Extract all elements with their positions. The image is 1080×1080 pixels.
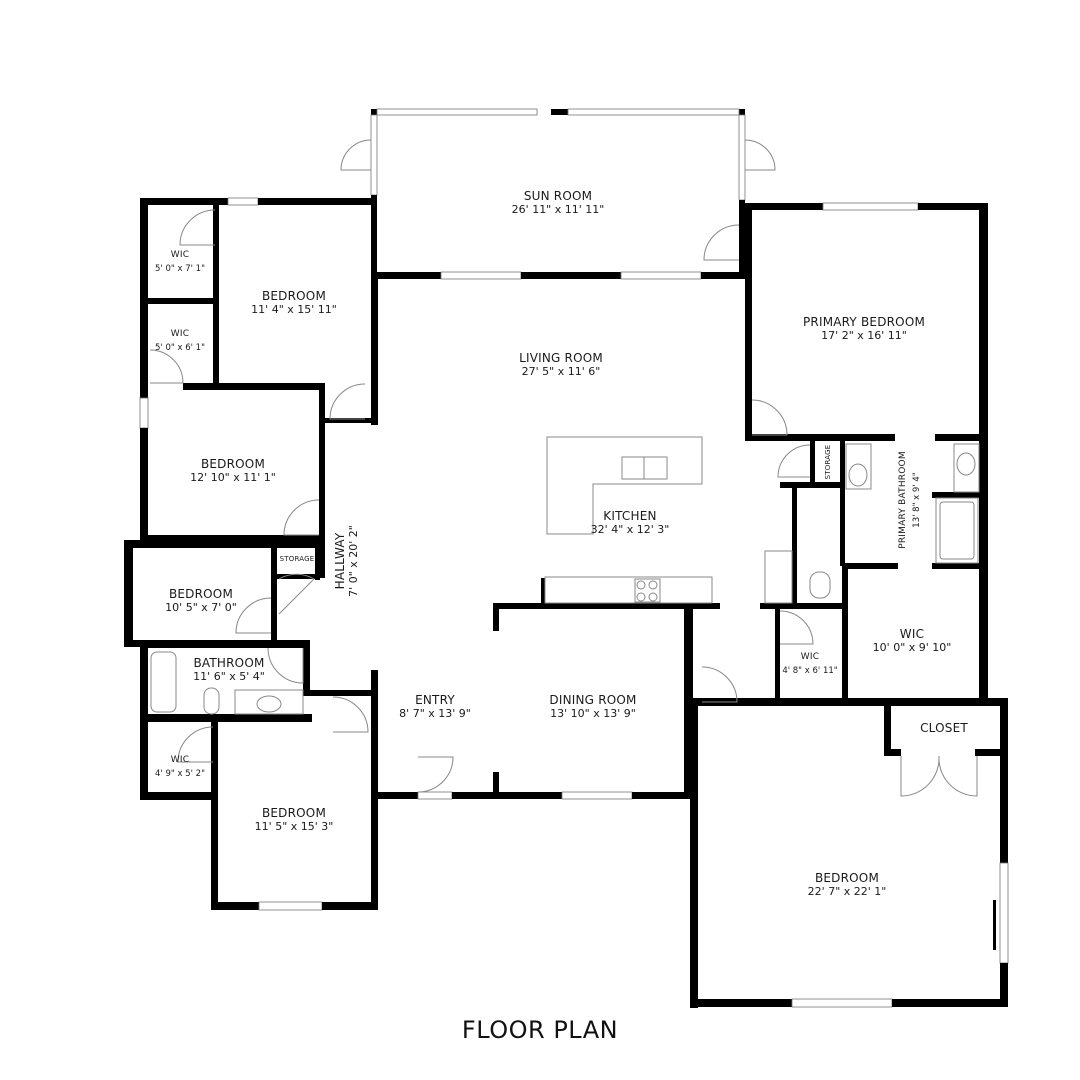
- room-name: HALLWAY: [333, 532, 347, 590]
- bedroom-1-door-icon: [329, 383, 366, 420]
- room-name: ENTRY: [415, 693, 455, 707]
- sun-room-right-door-icon: [744, 139, 776, 171]
- wic-top-door-icon: [179, 209, 216, 246]
- room-bedroom-4: BEDROOM 11' 5" x 15' 3": [255, 806, 334, 834]
- room-dimensions: 5' 0" x 7' 1": [155, 264, 205, 274]
- room-bathroom: BATHROOM 11' 6" x 5' 4": [193, 656, 265, 684]
- room-dimensions: 4' 9" x 5' 2": [155, 769, 205, 779]
- room-name: PRIMARY BEDROOM: [802, 315, 926, 329]
- room-primary-bathroom: PRIMARY BATHROOM 13' 8" x 9' 4": [896, 451, 924, 549]
- kitchen-counter-icon: [544, 576, 713, 604]
- room-dimensions: 11' 6" x 5' 4": [193, 670, 265, 683]
- room-name: WIC: [170, 755, 190, 765]
- sink-icon: [256, 695, 282, 713]
- room-storage-primary: STORAGE: [821, 445, 835, 480]
- bedroom-3-door-icon: [235, 597, 272, 634]
- room-name: WIC: [899, 627, 925, 641]
- room-dimensions: 7' 0" x 20' 2": [347, 525, 360, 597]
- room-dimensions: 13' 8" x 9' 4": [912, 472, 922, 528]
- room-closet: CLOSET: [920, 721, 968, 735]
- room-dimensions: 13' 10" x 13' 9": [550, 707, 636, 720]
- room-dimensions: 11' 5" x 15' 3": [254, 820, 334, 833]
- room-wic-bottom: WIC 4' 9" x 5' 2": [155, 753, 205, 781]
- room-name: WIC: [800, 652, 820, 662]
- room-dimensions: 11' 4" x 15' 11": [251, 303, 337, 316]
- entry-door-icon: [417, 756, 454, 793]
- room-dimensions: 4' 8" x 6' 11": [782, 666, 838, 676]
- room-hallway: HALLWAY 7' 0" x 20' 2": [333, 525, 361, 597]
- room-entry: ENTRY 8' 7" x 13' 9": [399, 693, 471, 721]
- room-dimensions: 17' 2" x 16' 11": [821, 329, 907, 342]
- room-wic-top-2: WIC 5' 0" x 6' 1": [155, 327, 205, 355]
- storage-door-icon: [278, 573, 315, 615]
- room-bedroom-large: BEDROOM 22' 7" x 22' 1": [808, 871, 887, 899]
- primary-toilet-icon: [809, 571, 831, 599]
- toilet-icon: [203, 687, 220, 715]
- room-name: BEDROOM: [814, 871, 880, 885]
- storage-primary-door-icon: [777, 444, 811, 478]
- room-dimensions: 32' 4" x 12' 3": [590, 523, 670, 536]
- room-sun-room: SUN ROOM 26' 11" x 11' 11": [512, 189, 605, 217]
- bedroom-2-door-icon: [283, 499, 320, 536]
- sun-room-left-door-icon: [340, 139, 372, 171]
- room-dimensions: 22' 7" x 22' 1": [807, 885, 887, 898]
- room-dimensions: 12' 10" x 11' 1": [190, 471, 276, 484]
- bathtub-icon: [150, 651, 177, 713]
- room-dimensions: 10' 0" x 9' 10": [872, 641, 952, 654]
- room-kitchen: KITCHEN 32' 4" x 12' 3": [591, 509, 670, 537]
- linen-cabinet-icon: [764, 550, 793, 604]
- room-dimensions: 26' 11" x 11' 11": [511, 203, 605, 216]
- room-name: PRIMARY BATHROOM: [898, 451, 908, 549]
- room-name: STORAGE: [824, 444, 832, 480]
- entry-dining-walls: [378, 578, 720, 800]
- room-primary-bedroom: PRIMARY BEDROOM 17' 2" x 16' 11": [803, 315, 925, 343]
- room-name: BATHROOM: [193, 656, 265, 670]
- left-wing-walls: [139, 197, 378, 578]
- room-bedroom-2: BEDROOM 12' 10" x 11' 1": [190, 457, 276, 485]
- room-name: DINING ROOM: [549, 693, 637, 707]
- bathroom-door-icon: [267, 647, 304, 684]
- closet-door-right-icon: [938, 755, 978, 797]
- room-name: SUN ROOM: [523, 189, 593, 203]
- room-dimensions: 8' 7" x 13' 9": [399, 707, 471, 720]
- room-name: WIC: [170, 250, 190, 260]
- sun-room-inner-door-icon: [703, 224, 740, 261]
- bedroom-4-door-icon: [332, 696, 369, 733]
- bedroom-4-walls: [140, 670, 378, 911]
- bedroom-large-walls: [690, 698, 1009, 1008]
- room-dimensions: 10' 5" x 7' 0": [165, 601, 237, 614]
- room-wic-top-1: WIC 5' 0" x 7' 1": [155, 248, 205, 276]
- room-bedroom-1: BEDROOM 11' 4" x 15' 11": [251, 289, 337, 317]
- wic-2-door-icon: [149, 349, 184, 384]
- room-dimensions: 5' 0" x 6' 1": [155, 343, 205, 353]
- room-wic-primary-small: WIC 4' 8" x 6' 11": [782, 650, 837, 678]
- room-storage-hall: STORAGE: [280, 552, 315, 566]
- room-living-room: LIVING ROOM 27' 5" x 11' 6": [519, 351, 603, 379]
- room-name: STORAGE: [279, 555, 315, 563]
- bedroom-large-door-icon: [701, 666, 738, 703]
- room-dining-room: DINING ROOM 13' 10" x 13' 9": [549, 693, 636, 721]
- room-dimensions: 27' 5" x 11' 6": [521, 365, 601, 378]
- wic-small-door-icon: [779, 610, 814, 645]
- room-name: WIC: [170, 329, 190, 339]
- bathroom-walls: [140, 640, 378, 722]
- floor-plan-title: FLOOR PLAN: [461, 1016, 619, 1044]
- room-name: CLOSET: [920, 721, 968, 735]
- room-name: BEDROOM: [200, 457, 266, 471]
- sun-room-walls: [370, 108, 746, 280]
- primary-wing-walls: [693, 202, 1008, 706]
- room-name: BEDROOM: [261, 289, 327, 303]
- primary-bedroom-door-icon: [751, 399, 788, 436]
- room-name: BEDROOM: [261, 806, 327, 820]
- wic-bottom-door-icon: [177, 726, 214, 763]
- room-wic-primary-large: WIC 10' 0" x 9' 10": [873, 627, 952, 655]
- room-name: LIVING ROOM: [519, 351, 603, 365]
- closet-door-left-icon: [900, 755, 940, 797]
- room-bedroom-3: BEDROOM 10' 5" x 7' 0": [165, 587, 237, 615]
- room-name: BEDROOM: [168, 587, 234, 601]
- room-name: KITCHEN: [603, 509, 657, 523]
